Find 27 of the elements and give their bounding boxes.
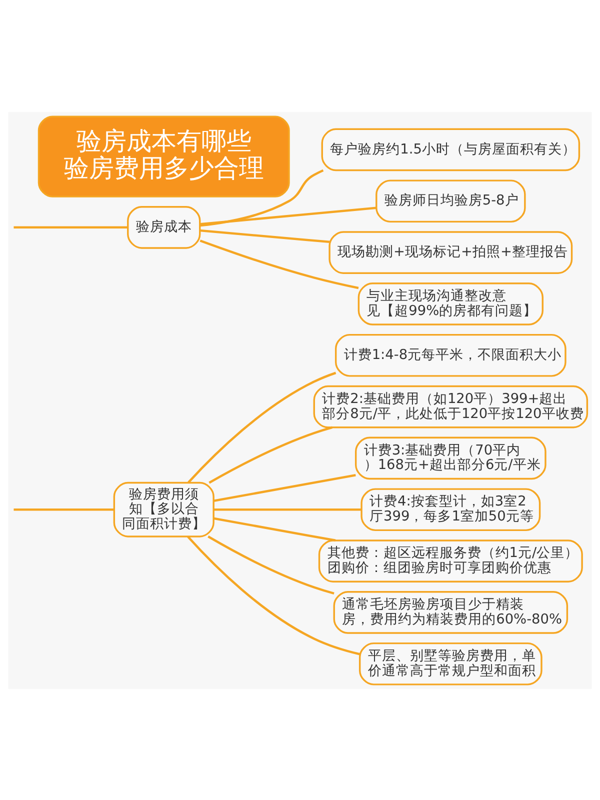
- connector: [214, 508, 362, 510]
- connector: [200, 228, 330, 243]
- connector: [208, 426, 333, 484]
- node-box: 计费1:4-8元每平米，不限面积大小: [334, 333, 566, 376]
- connector: [213, 474, 356, 502]
- connector: [208, 535, 334, 594]
- node-box: 验房成本有哪些验房费用多少合理: [38, 115, 290, 197]
- connector: [188, 371, 336, 483]
- node-box: 与业主现场沟通整改意见【超99%的房都有问题】: [358, 282, 544, 325]
- connector: [200, 168, 324, 226]
- node-box: 验房成本: [127, 205, 201, 248]
- node-box: 计费4:按套型计，如3室2厅399，每多1室加50元等: [360, 488, 541, 531]
- node-box: 每户验房约1.5小时（与房屋面积有关）: [321, 128, 580, 171]
- node-box: 平层、别墅等验房费用，单价通常高于常规户型和面积: [358, 642, 542, 685]
- connector: [213, 516, 336, 542]
- connector: [200, 206, 376, 225]
- connector: [187, 535, 360, 655]
- node-box: 验房费用须知【多以合同面积计费】: [113, 481, 214, 537]
- node-box: 其他费：超区远程服务费（约1元/公里） 团购价：组团验房时可享团购价优惠: [318, 539, 583, 582]
- connector: [14, 508, 114, 510]
- node-box: 计费3:基础费用（70平内）168元+超出部分6元/平米: [354, 436, 546, 480]
- node-box: 通常毛坯房验房项目少于精装房，费用约为精装费用的60%-80%: [333, 590, 568, 634]
- node-box: 现场勘测+现场标记+拍照+整理报告: [328, 230, 573, 274]
- connector: [200, 239, 359, 289]
- node-box: 验房师日均验房5-8户: [376, 179, 526, 222]
- node-box: 计费2:基础费用（如120平）399+超出部分8元/平，此处低于120平按120平收费: [313, 384, 588, 428]
- connector: [14, 226, 128, 228]
